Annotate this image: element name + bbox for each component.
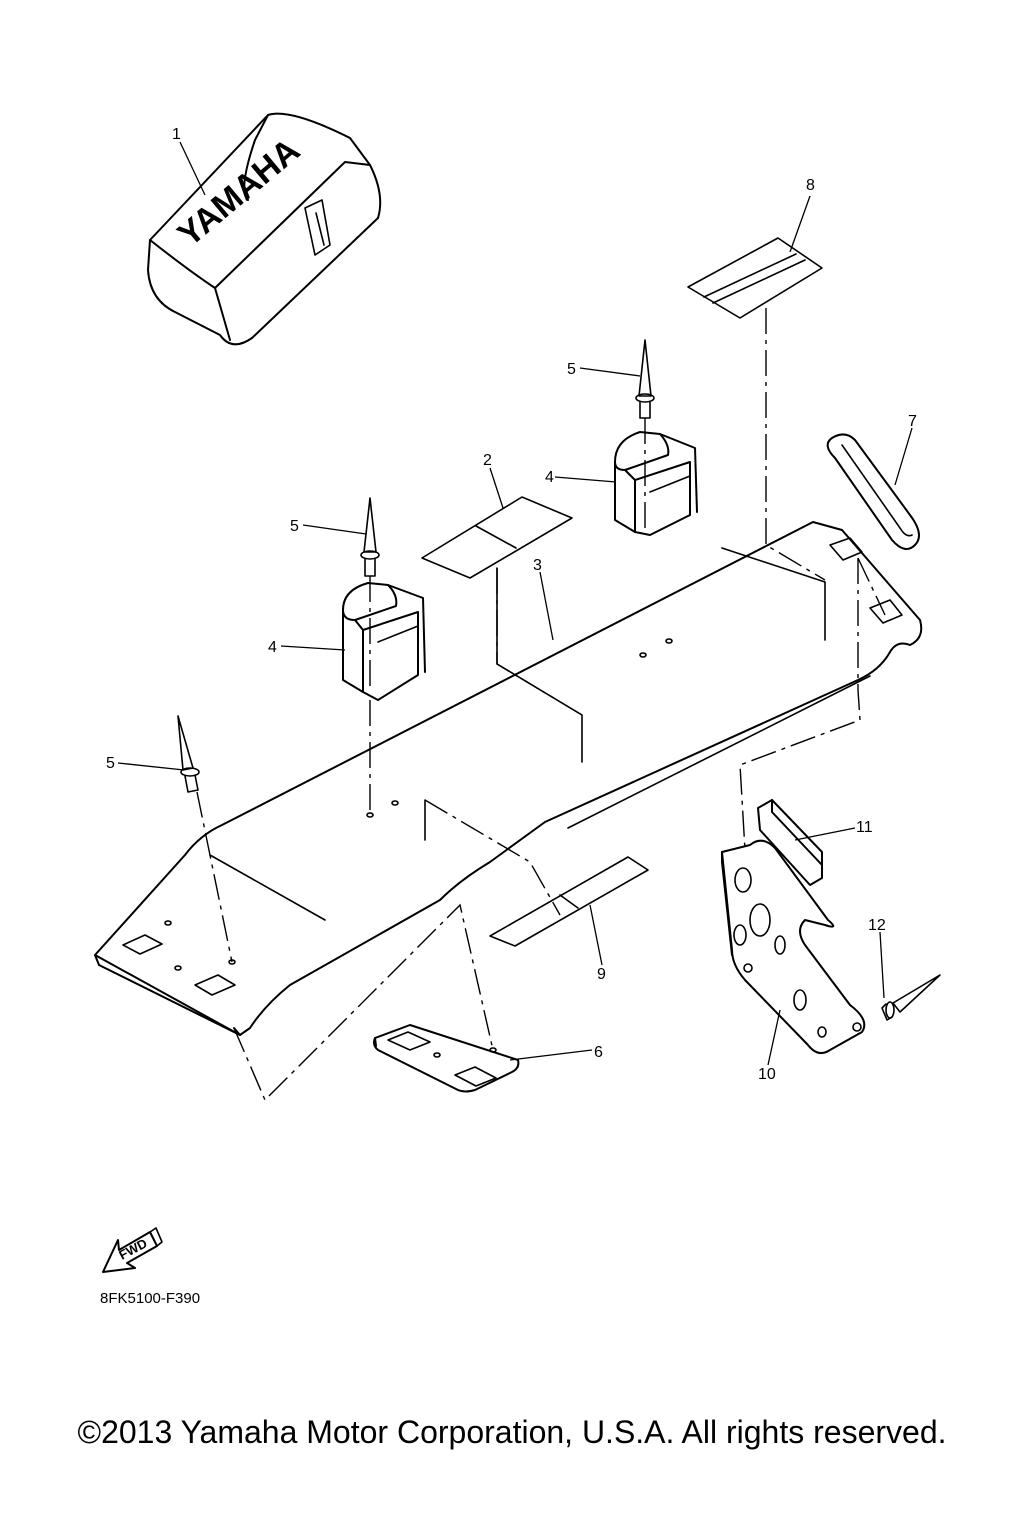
callout-10: 10 xyxy=(758,1066,776,1083)
callout-5-top: 5 xyxy=(567,361,576,378)
pin-part-12 xyxy=(881,974,941,1021)
rivet-part-5-middle xyxy=(360,497,380,577)
decal-part-2 xyxy=(421,496,573,579)
decal-part-8 xyxy=(687,237,823,319)
callout-3: 3 xyxy=(533,557,542,574)
leader-lines xyxy=(117,141,913,1066)
callout-4-lower: 4 xyxy=(268,639,277,656)
callout-5-middle: 5 xyxy=(290,518,299,535)
loop-part-7 xyxy=(826,433,920,550)
callout-5-left: 5 xyxy=(106,755,115,772)
pad-part-11 xyxy=(757,799,823,886)
callout-12: 12 xyxy=(868,917,886,934)
callout-7: 7 xyxy=(908,413,917,430)
callout-2: 2 xyxy=(483,452,492,469)
drawing-code: 8FK5100-F390 xyxy=(100,1290,201,1307)
fwd-arrow-icon: FWD xyxy=(102,1227,163,1273)
tray-part-3 xyxy=(94,521,923,1036)
callout-9: 9 xyxy=(597,966,606,983)
copyright-notice: ©2013 Yamaha Motor Corporation, U.S.A. A… xyxy=(77,1414,947,1450)
callout-labels: 1 2 3 4 4 5 5 5 6 7 8 9 10 11 12 xyxy=(106,126,917,1083)
rivet-part-5-left xyxy=(177,715,200,793)
mounting-plate-part-10 xyxy=(721,839,866,1055)
cover-brand-text: YAMAHA xyxy=(171,131,307,254)
callout-8: 8 xyxy=(806,177,815,194)
callout-6: 6 xyxy=(594,1044,603,1061)
bracket-part-4-lower xyxy=(342,582,426,701)
bracket-part-4-upper xyxy=(614,431,698,536)
assembly-lines xyxy=(196,308,886,1102)
callout-4-upper: 4 xyxy=(545,469,554,486)
callout-11: 11 xyxy=(856,819,873,836)
decal-part-9 xyxy=(489,856,649,947)
rivet-part-5-top xyxy=(635,339,655,419)
plate-part-6 xyxy=(373,1024,520,1093)
callout-1: 1 xyxy=(172,126,181,143)
